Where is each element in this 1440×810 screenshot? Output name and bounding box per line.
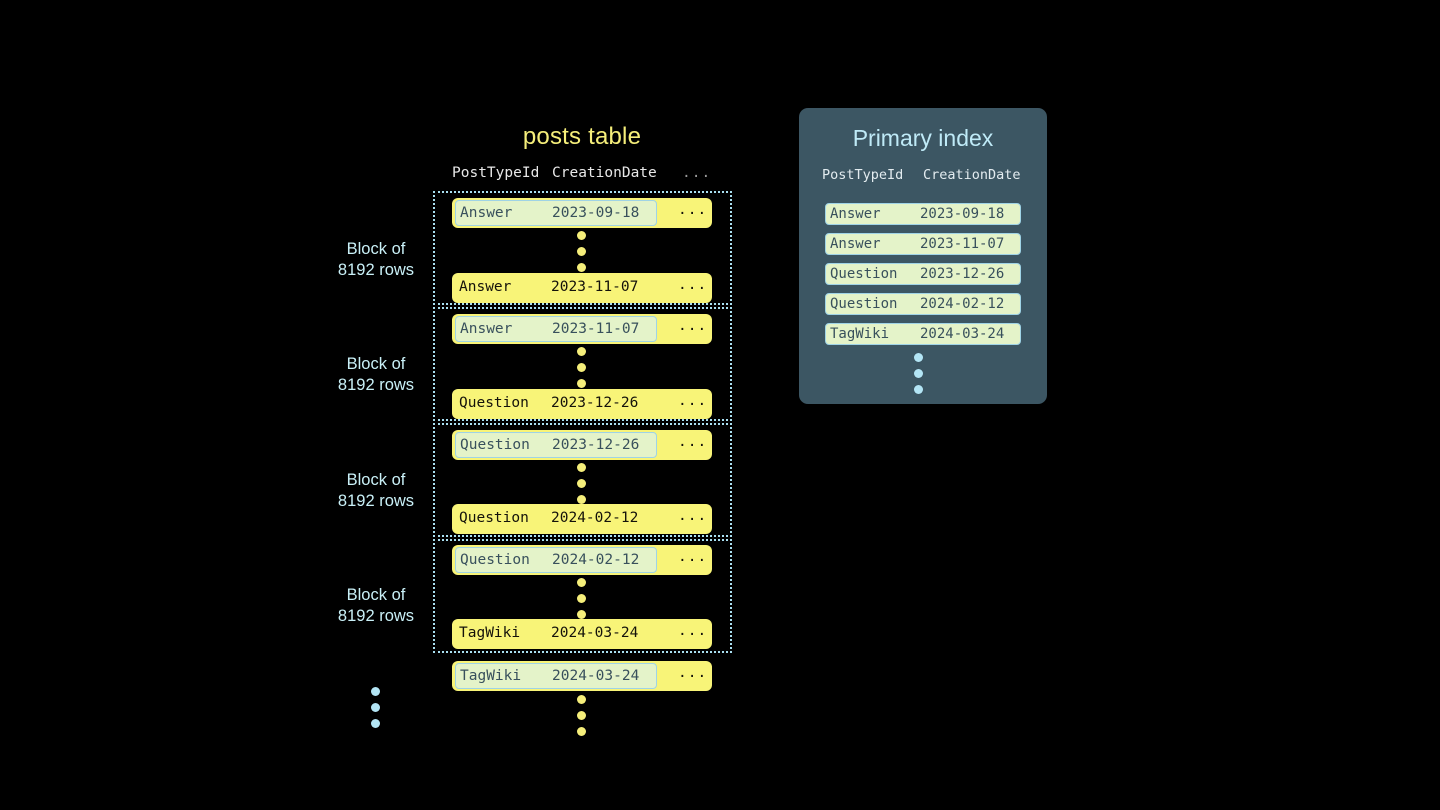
- block-label-2-line2: 8192 rows: [337, 376, 415, 394]
- column-header-posttypeid: PostTypeId: [452, 165, 540, 181]
- table-row-trailing: TagWiki 2024-03-24 ...: [452, 661, 712, 691]
- cell-creationdate: 2023-09-18: [552, 205, 640, 221]
- row-ellipsis-dots: [577, 463, 587, 511]
- cell-creationdate: 2023-12-26: [551, 395, 639, 411]
- cell-more: ...: [678, 434, 708, 450]
- cell-posttypeid: TagWiki: [460, 668, 522, 684]
- cell-posttypeid: Answer: [830, 206, 881, 222]
- row-ellipsis-dots: [577, 231, 587, 279]
- column-header-more: ...: [682, 165, 712, 181]
- row-highlight-pill: Answer 2023-09-18: [455, 200, 657, 226]
- table-block-2: [433, 307, 732, 421]
- table-row: Question 2023-12-26 ...: [452, 430, 712, 460]
- cell-posttypeid: Question: [460, 437, 530, 453]
- row-highlight-pill: Question 2024-02-12: [455, 547, 657, 573]
- cell-posttypeid: Answer: [830, 236, 881, 252]
- cell-posttypeid: Question: [459, 510, 529, 526]
- row-cells: Answer 2023-11-07: [455, 275, 657, 301]
- table-row: Question 2024-02-12 ...: [452, 504, 712, 534]
- cell-more: ...: [678, 202, 708, 218]
- row-ellipsis-dots: [577, 347, 587, 395]
- primary-index-panel: Primary index PostTypeId CreationDate An…: [799, 108, 1047, 404]
- block-label-4-line2: 8192 rows: [337, 607, 415, 625]
- cell-posttypeid: TagWiki: [459, 625, 521, 641]
- row-cells: Question 2023-12-26: [455, 391, 657, 417]
- row-highlight-pill: Question 2023-12-26: [455, 432, 657, 458]
- index-row: Answer 2023-09-18: [825, 203, 1021, 225]
- block-label-3: Block of 8192 rows: [291, 470, 461, 512]
- index-row: Question 2023-12-26: [825, 263, 1021, 285]
- index-row: TagWiki 2024-03-24: [825, 323, 1021, 345]
- cell-posttypeid: Question: [830, 266, 898, 282]
- table-ellipsis-dots: [577, 695, 587, 743]
- table-block-4: [433, 539, 732, 653]
- primary-index-column-headers: PostTypeId CreationDate: [822, 167, 1027, 187]
- index-ellipsis-dots: [914, 353, 924, 401]
- row-cells: TagWiki 2024-03-24: [455, 621, 657, 647]
- cell-creationdate: 2024-02-12: [552, 552, 640, 568]
- block-label-1: Block of 8192 rows: [291, 239, 461, 281]
- cell-creationdate: 2023-12-26: [920, 266, 1005, 282]
- cell-creationdate: 2023-09-18: [920, 206, 1005, 222]
- table-row: Question 2024-02-12 ...: [452, 545, 712, 575]
- cell-more: ...: [678, 665, 708, 681]
- cell-creationdate: 2023-11-07: [552, 321, 640, 337]
- cell-more: ...: [678, 318, 708, 334]
- cell-more: ...: [678, 549, 708, 565]
- table-row: Question 2023-12-26 ...: [452, 389, 712, 419]
- row-ellipsis-dots: [577, 578, 587, 626]
- block-label-3-line1: Block of: [346, 471, 406, 489]
- block-label-1-line2: 8192 rows: [337, 261, 415, 279]
- cell-creationdate: 2024-03-24: [551, 625, 639, 641]
- cell-creationdate: 2023-11-07: [551, 279, 639, 295]
- block-label-1-line1: Block of: [346, 240, 406, 258]
- cell-posttypeid: Question: [460, 552, 530, 568]
- row-highlight-pill: Answer 2023-11-07: [455, 316, 657, 342]
- table-row: Answer 2023-11-07 ...: [452, 273, 712, 303]
- cell-creationdate: 2024-02-12: [920, 296, 1005, 312]
- table-block-3: [433, 423, 732, 537]
- row-cells: Question 2024-02-12: [455, 506, 657, 532]
- cell-creationdate: 2023-12-26: [552, 437, 640, 453]
- column-header-creationdate: CreationDate: [923, 167, 1021, 183]
- posts-table-column-headers: PostTypeId CreationDate ...: [452, 165, 714, 185]
- block-ellipsis-dots: [371, 687, 381, 735]
- index-row: Answer 2023-11-07: [825, 233, 1021, 255]
- cell-creationdate: 2023-11-07: [920, 236, 1005, 252]
- cell-more: ...: [678, 623, 708, 639]
- cell-creationdate: 2024-03-24: [920, 326, 1005, 342]
- column-header-posttypeid: PostTypeId: [822, 167, 904, 183]
- cell-creationdate: 2024-03-24: [552, 668, 640, 684]
- block-label-4-line1: Block of: [346, 586, 406, 604]
- block-label-2: Block of 8192 rows: [291, 354, 461, 396]
- index-row: Question 2024-02-12: [825, 293, 1021, 315]
- table-block-1: [433, 191, 732, 305]
- cell-creationdate: 2024-02-12: [551, 510, 639, 526]
- table-row: TagWiki 2024-03-24 ...: [452, 619, 712, 649]
- block-label-2-line1: Block of: [346, 355, 406, 373]
- block-label-4: Block of 8192 rows: [291, 585, 461, 627]
- cell-posttypeid: Answer: [460, 205, 513, 221]
- table-row: Answer 2023-09-18 ...: [452, 198, 712, 228]
- posts-table-title: posts table: [522, 123, 642, 150]
- cell-posttypeid: Question: [830, 296, 898, 312]
- cell-posttypeid: Answer: [459, 279, 512, 295]
- block-label-3-line2: 8192 rows: [337, 492, 415, 510]
- cell-more: ...: [678, 393, 708, 409]
- cell-more: ...: [678, 508, 708, 524]
- cell-more: ...: [678, 277, 708, 293]
- column-header-creationdate: CreationDate: [552, 165, 657, 181]
- row-highlight-pill: TagWiki 2024-03-24: [455, 663, 657, 689]
- cell-posttypeid: Answer: [460, 321, 513, 337]
- cell-posttypeid: TagWiki: [830, 326, 890, 342]
- cell-posttypeid: Question: [459, 395, 529, 411]
- primary-index-title: Primary index: [852, 125, 994, 151]
- table-row: Answer 2023-11-07 ...: [452, 314, 712, 344]
